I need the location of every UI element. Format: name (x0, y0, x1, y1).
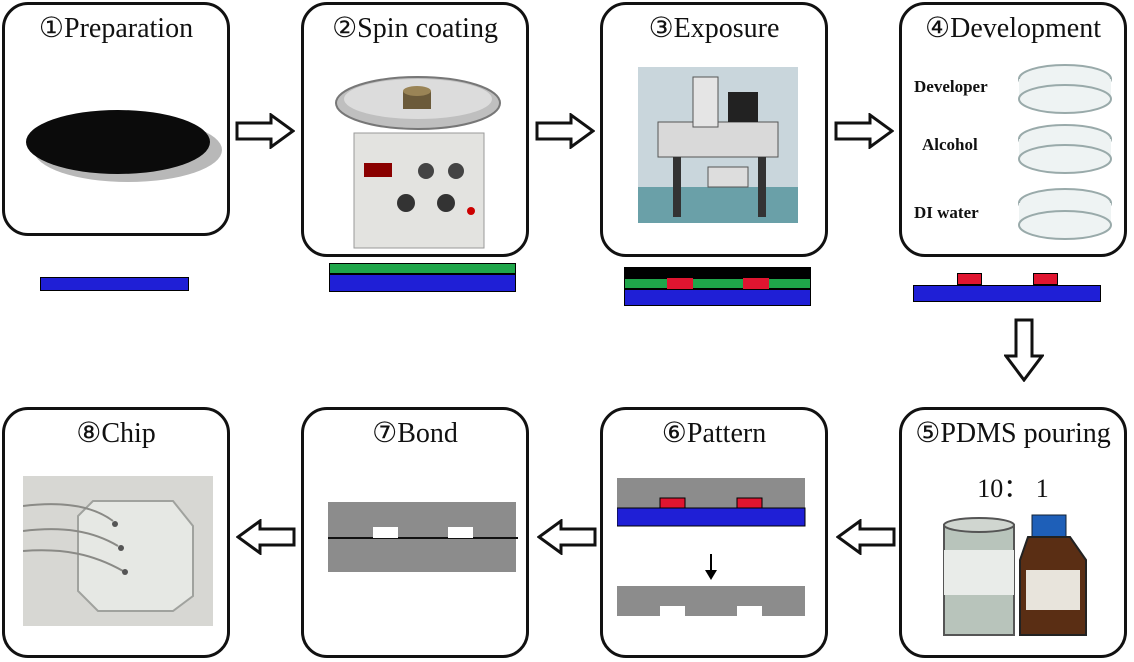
panel-exposure: ③Exposure (600, 2, 828, 257)
arrow-right-2 (535, 113, 595, 149)
arrow-left-1 (836, 519, 896, 555)
chip-image (23, 476, 213, 626)
arrow-down (1004, 318, 1044, 382)
pdms-bottles-image (943, 514, 1087, 636)
prep-substrate-layer (40, 277, 189, 291)
pdms-ratio-label: 10： 1 (977, 474, 1049, 503)
developer-label: Developer (914, 77, 988, 96)
panel-bond: ⑦Bond (301, 407, 529, 658)
panel-development: ④Development Developer Alcohol DI water (899, 2, 1127, 257)
bond-diagram (328, 502, 518, 572)
dev-substrate-layer (913, 285, 1101, 302)
wafer-image (26, 110, 222, 182)
arrow-right-1 (235, 113, 295, 149)
alcohol-label: Alcohol (922, 135, 978, 154)
arrow-right-3 (834, 113, 894, 149)
panel-chip: ⑧Chip (2, 407, 230, 658)
exposure-feature-1 (667, 278, 693, 289)
panel-pattern: ⑥Pattern (600, 407, 828, 658)
panel-preparation: ①Preparation (2, 2, 230, 236)
exposure-title: ③Exposure (648, 13, 780, 44)
development-title: ④Development (925, 13, 1101, 44)
bond-title: ⑦Bond (372, 418, 458, 449)
arrow-left-2 (537, 519, 597, 555)
panel-spin-coating: ②Spin coating (301, 2, 529, 257)
pattern-diagram (617, 478, 806, 616)
preparation-title: ①Preparation (38, 13, 194, 44)
exposure-feature-2 (743, 278, 769, 289)
pdms-pouring-title: ⑤PDMS pouring (915, 418, 1111, 449)
spin-coating-title: ②Spin coating (332, 13, 498, 44)
exposure-machine-image (638, 67, 798, 223)
di-water-label: DI water (914, 203, 979, 222)
exposure-photoresist-layer (624, 278, 811, 289)
petri-dishes-image (1018, 64, 1112, 240)
panel-pdms-pouring: ⑤PDMS pouring 10： 1 (899, 407, 1127, 658)
chip-title: ⑧Chip (76, 418, 156, 449)
spin-photoresist-layer (329, 263, 516, 274)
dev-feature-2 (1033, 273, 1058, 285)
spin-substrate-layer (329, 274, 516, 292)
pattern-title: ⑥Pattern (661, 418, 767, 449)
exposure-substrate-layer (624, 289, 811, 306)
arrow-left-3 (236, 519, 296, 555)
exposure-mask-layer (624, 267, 811, 278)
spin-coater-image (335, 76, 501, 249)
dev-feature-1 (957, 273, 982, 285)
